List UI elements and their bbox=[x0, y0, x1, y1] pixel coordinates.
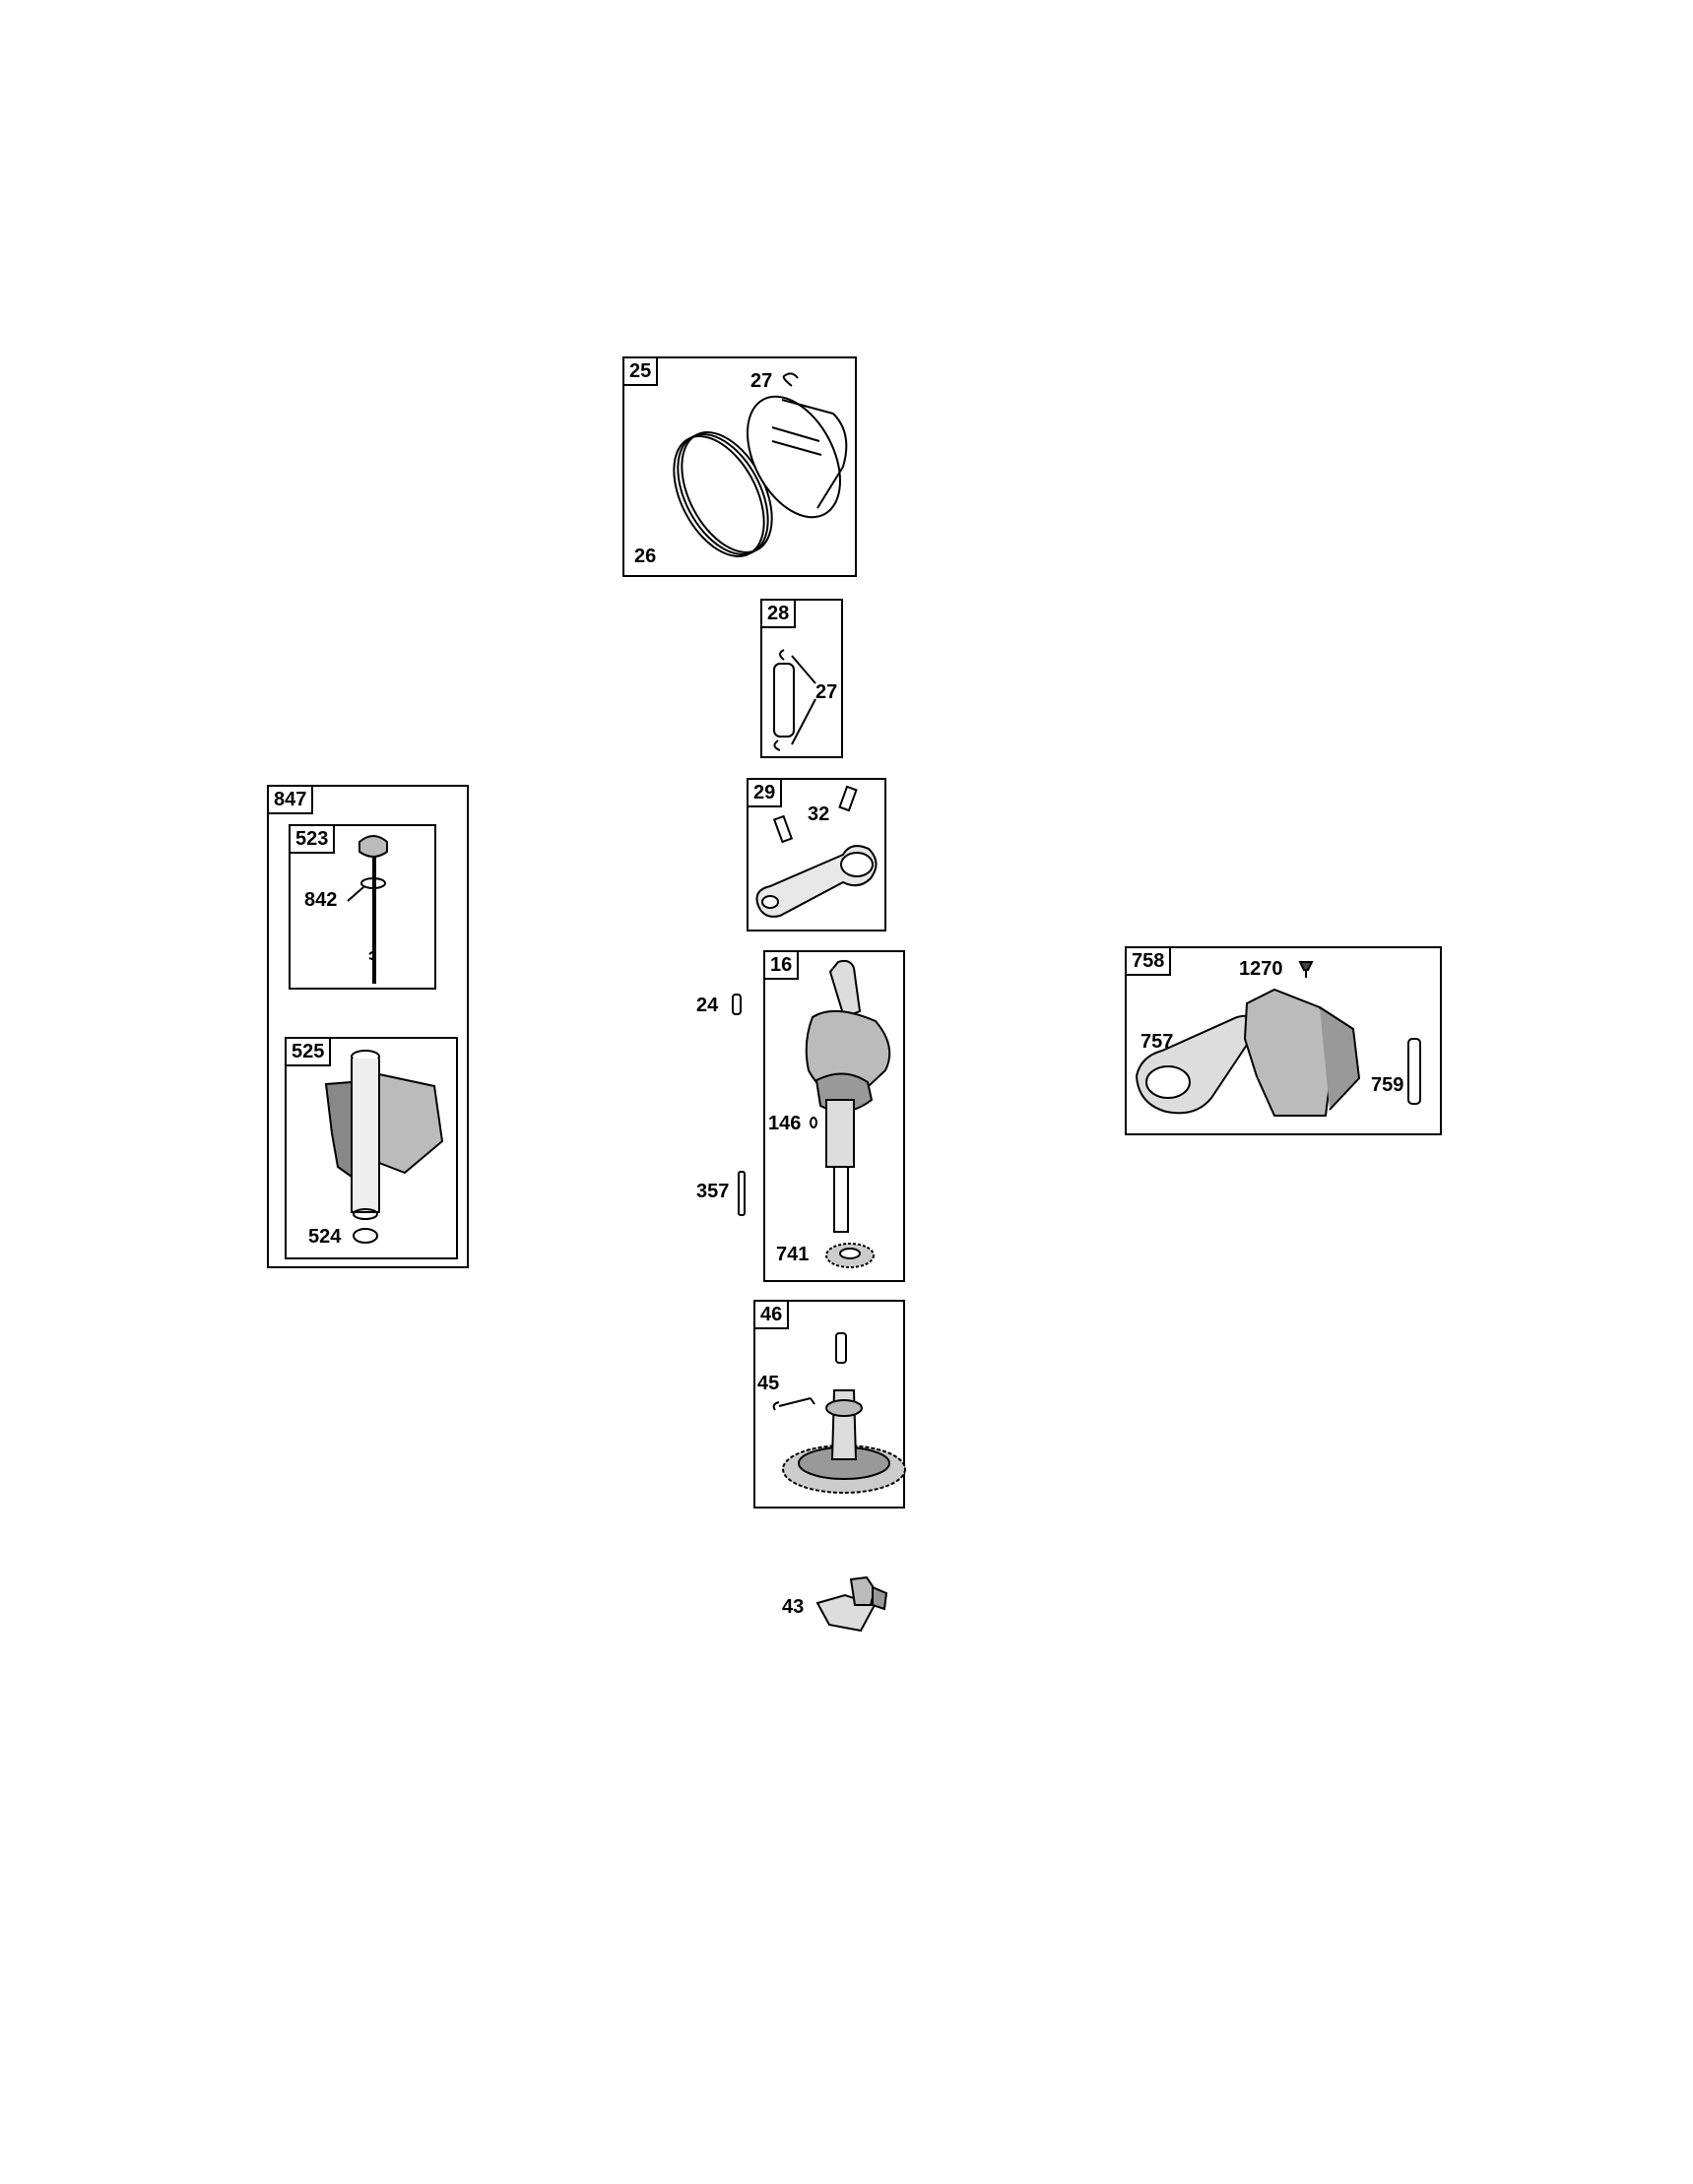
label-27-clip: 27 bbox=[750, 370, 773, 392]
piston-illustration bbox=[624, 358, 859, 579]
label-842-o-ring: 842 bbox=[304, 889, 338, 911]
label-524-o-ring: 524 bbox=[308, 1226, 342, 1248]
key-pin-24-icon bbox=[731, 993, 743, 1016]
crankshaft-illustration bbox=[765, 952, 907, 1284]
ref-tag-523: 523 bbox=[291, 826, 336, 854]
label-759-shaft: 759 bbox=[1371, 1074, 1404, 1096]
label-43-governor: 43 bbox=[782, 1596, 805, 1618]
ref-tag-25: 25 bbox=[624, 358, 659, 386]
label-24-key-pin: 24 bbox=[696, 995, 719, 1016]
label-146-plug: 146 bbox=[768, 1113, 802, 1134]
label-26-rings: 26 bbox=[634, 546, 657, 567]
label-27-pin-clips: 27 bbox=[815, 681, 838, 703]
group-dipstick-tube: 525 524 bbox=[285, 1037, 458, 1259]
group-balancer-kit: 758 1270 757 759 bbox=[1125, 946, 1442, 1135]
dipstick-tube-illustration bbox=[287, 1039, 460, 1261]
ref-tag-46: 46 bbox=[755, 1302, 790, 1329]
dipstick-illustration bbox=[291, 826, 438, 992]
connecting-rod-illustration bbox=[749, 780, 888, 933]
group-dipstick-tube-kit: 847 523 842 525 524 bbox=[267, 785, 469, 1268]
pin-357-icon bbox=[737, 1170, 747, 1217]
label-45-pin: 45 bbox=[757, 1373, 780, 1394]
group-piston-assembly: 25 27 26 bbox=[622, 356, 857, 577]
ref-tag-758: 758 bbox=[1127, 948, 1172, 976]
plug-146-icon bbox=[810, 1116, 817, 1129]
ref-tag-29: 29 bbox=[749, 780, 783, 807]
label-357-pin: 357 bbox=[696, 1181, 730, 1202]
cam-gear-illustration bbox=[755, 1302, 907, 1510]
group-cam-gear: 46 45 bbox=[753, 1300, 905, 1509]
piston-pin-illustration bbox=[762, 601, 845, 760]
label-741-gear: 741 bbox=[776, 1244, 810, 1265]
group-crankshaft: 16 bbox=[763, 950, 905, 1282]
governor-illustration bbox=[815, 1575, 894, 1638]
ref-tag-525: 525 bbox=[287, 1039, 332, 1066]
label-757-weight: 757 bbox=[1140, 1031, 1174, 1053]
ref-tag-28: 28 bbox=[762, 601, 797, 628]
label-32-bolts: 32 bbox=[808, 803, 830, 825]
group-connecting-rod: 29 32 bbox=[747, 778, 886, 931]
balancer-illustration bbox=[1127, 948, 1444, 1137]
crank-gear-741 bbox=[822, 1238, 878, 1273]
ref-tag-16: 16 bbox=[765, 952, 800, 980]
label-1270-screw: 1270 bbox=[1239, 958, 1283, 980]
ref-tag-847: 847 bbox=[269, 787, 314, 814]
group-dipstick: 523 842 bbox=[289, 824, 436, 990]
group-piston-pin: 28 27 bbox=[760, 599, 843, 758]
